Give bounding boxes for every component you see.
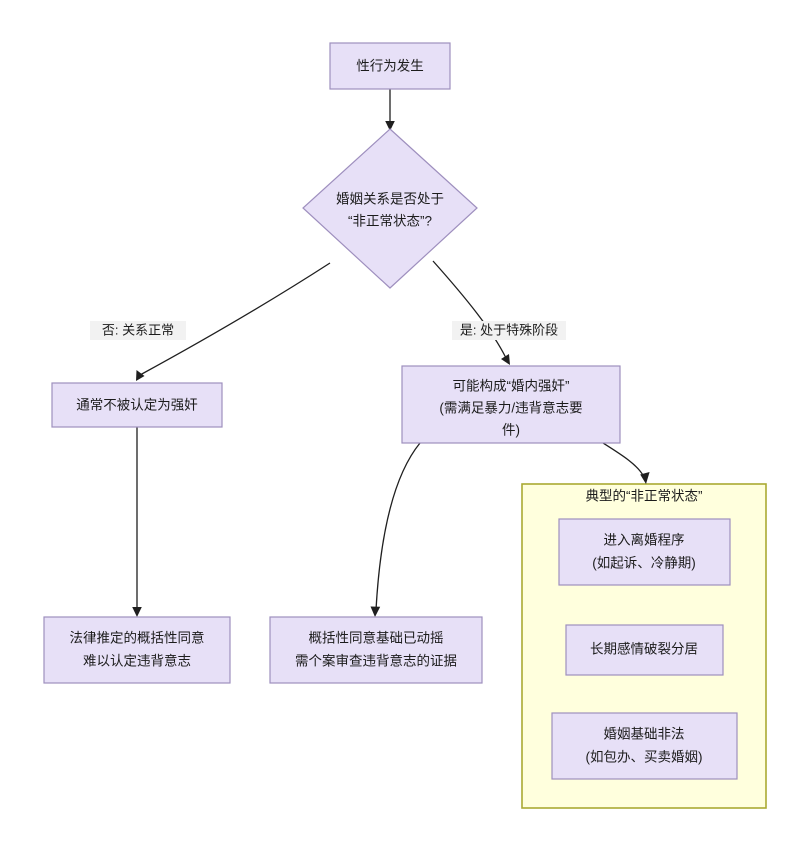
edge-line <box>432 260 507 359</box>
node-illegal-marriage[interactable]: 婚姻基础非法 (如包办、买卖婚姻) <box>551 712 738 780</box>
node-separation-label: 长期感情破裂分居 <box>590 641 698 657</box>
node-start[interactable]: 性行为发生 <box>329 42 451 90</box>
node-illegal-marriage-label-line1: 婚姻基础非法 <box>604 726 685 742</box>
edge-label-no-branch: 否: 关系正常 <box>90 321 186 340</box>
node-decision[interactable]: 婚姻关系是否处于 “非正常状态”? <box>302 128 478 289</box>
edge-label-yes-branch: 是: 处于特殊阶段 <box>452 321 566 340</box>
arrow-head-icon <box>132 607 142 617</box>
edge-line <box>602 442 645 478</box>
edge-normal-to-presumed-consent <box>132 427 142 617</box>
node-normal-branch-box[interactable] <box>51 382 223 428</box>
node-decision-label-line2: “非正常状态”? <box>348 214 432 229</box>
node-normal-branch[interactable]: 通常不被认定为强奸 <box>51 382 223 428</box>
edge-decision-to-marital-rape <box>432 260 510 365</box>
node-illegal-marriage-box[interactable] <box>551 712 738 780</box>
edge-start-to-decision <box>385 89 395 131</box>
node-presumed-consent-box[interactable] <box>43 616 231 684</box>
node-illegal-marriage-label-line2: (如包办、买卖婚姻) <box>586 750 703 765</box>
edge-marital-rape-to-consent-shaken <box>370 442 421 617</box>
cluster-abnormal-states-title: 典型的“非正常状态” <box>586 489 703 504</box>
arrow-head-icon <box>136 370 145 381</box>
node-start-label: 性行为发生 <box>356 59 424 74</box>
edge-line <box>139 262 331 376</box>
edge-label-no-branch-text: 否: 关系正常 <box>102 322 174 337</box>
node-presumed-consent[interactable]: 法律推定的概括性同意 难以认定违背意志 <box>43 616 231 684</box>
node-marital-rape-label-line2: (需满足暴力/违背意志要 <box>439 400 582 416</box>
edge-label-yes-branch-bg <box>452 321 566 340</box>
node-marital-rape-label-line1: 可能构成“婚内强奸” <box>453 379 570 394</box>
node-consent-shaken-label-line1: 概括性同意基础已动摇 <box>309 630 444 646</box>
node-divorce-proc-label-line1: 进入离婚程序 <box>604 532 685 548</box>
node-separation-box[interactable] <box>565 624 724 676</box>
node-decision-label-line1: 婚姻关系是否处于 <box>336 192 444 207</box>
arrow-head-icon <box>370 606 381 617</box>
node-separation[interactable]: 长期感情破裂分居 <box>565 624 724 676</box>
node-presumed-consent-label-line2: 难以认定违背意志 <box>83 653 191 669</box>
arrow-head-icon <box>385 121 395 131</box>
node-marital-rape-box[interactable] <box>401 365 621 444</box>
node-divorce-proc-box[interactable] <box>558 518 731 586</box>
node-consent-shaken-label-line2: 需个案审查违背意志的证据 <box>295 653 457 669</box>
node-presumed-consent-label-line1: 法律推定的概括性同意 <box>70 630 205 646</box>
edge-label-yes-branch-text: 是: 处于特殊阶段 <box>460 322 558 337</box>
node-marital-rape[interactable]: 可能构成“婚内强奸” (需满足暴力/违背意志要 件) <box>401 365 621 444</box>
edge-marital-rape-to-cluster <box>602 442 650 484</box>
node-divorce-proc[interactable]: 进入离婚程序 (如起诉、冷静期) <box>558 518 731 586</box>
node-start-box[interactable] <box>329 42 451 90</box>
node-consent-shaken-box[interactable] <box>269 616 483 684</box>
edge-line <box>375 442 421 611</box>
edge-label-no-branch-bg <box>90 321 186 340</box>
node-marital-rape-label-line3: 件) <box>502 423 520 438</box>
node-normal-branch-label: 通常不被认定为强奸 <box>76 398 198 413</box>
arrow-head-icon <box>640 472 650 484</box>
node-consent-shaken[interactable]: 概括性同意基础已动摇 需个案审查违背意志的证据 <box>269 616 483 684</box>
node-divorce-proc-label-line2: (如起诉、冷静期) <box>592 556 696 571</box>
node-decision-box[interactable] <box>302 128 478 289</box>
edge-decision-to-normal <box>136 262 331 381</box>
arrow-head-icon <box>501 354 510 365</box>
